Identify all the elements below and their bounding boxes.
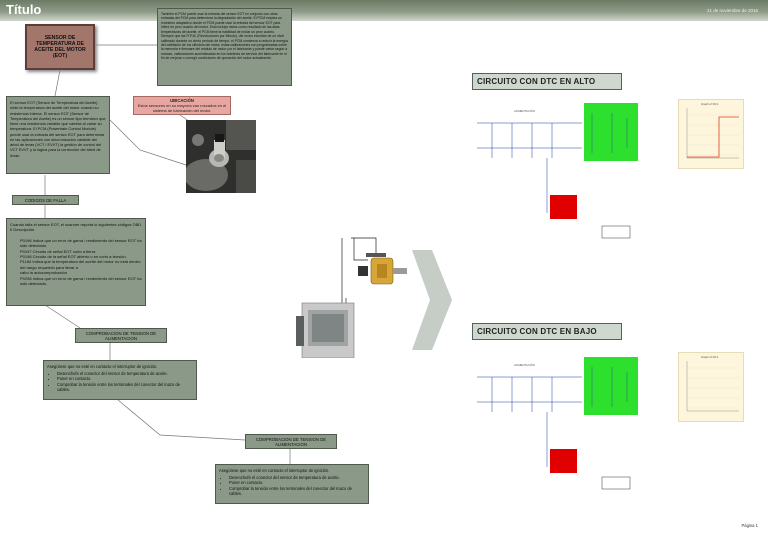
ubicacion-title: UBICACIÓN [170, 98, 194, 103]
codigos-label-text: CODIGOS DE FALLA [24, 197, 67, 203]
comprobacion1-intro: Asegúrese que no esté en contacto el int… [47, 364, 158, 369]
codigos-label: CODIGOS DE FALLA [12, 195, 79, 205]
comprobacion1-item: Poner en contacto. [57, 376, 193, 382]
comprobacion1-item: Comprobar la tensión entre los terminale… [57, 382, 193, 393]
codigos-box: Cuando falla el sensor EOT, el scanner r… [6, 218, 146, 306]
comprobacion2-item: Poner en contacto. [229, 480, 365, 486]
graph-title: Graph of DC1 [701, 355, 719, 359]
sensor-wiring-diagram [296, 237, 407, 358]
schem-label: ALIMENTACIÓN [514, 108, 535, 113]
codigo-item: P0198 Circuito de la señal EOT abierto o… [20, 253, 127, 259]
comprobacion2-item: Desenchufe el conector del sensor de tem… [229, 475, 365, 481]
green-block [584, 357, 638, 415]
intro-text-box: El sensor EOT (Sensor de Temperatura del… [6, 96, 110, 174]
circuito-alto-schematic: ALIMENTACIÓN [472, 98, 672, 248]
meter-box [601, 225, 631, 239]
page-title: Título [6, 2, 42, 17]
sensor-title-box: SENSOR DE TEMPERATURA DE ACEITE DEL MOTO… [25, 24, 95, 70]
engine-photo [186, 120, 256, 193]
comprobacion2-label-text: COMPROBACION DE TENSION DE ALIMENTACION [255, 436, 327, 447]
sensor-title-line: (EOT) [52, 53, 68, 59]
circuito-bajo-schematic: ALIMENTACIÓN [472, 352, 672, 502]
ubicacion-box: UBICACIÓN Estos sensores en su mayoría v… [133, 96, 231, 115]
codigo-item: P0196 Indica que un error de gama / rend… [20, 237, 142, 249]
circuito-bajo-graph: Graph of DC1 [678, 352, 744, 422]
ubicacion-text: Estos sensores en su mayoría van roscado… [137, 103, 227, 113]
arrow-right-icon [412, 250, 452, 350]
circuito-alto-graph: Graph of DC1 [678, 99, 744, 169]
top-text: También el PCM puede usar la entrada del… [161, 12, 288, 61]
codigo-item: P1184 Indica que la temperatura del acei… [20, 259, 141, 270]
circuito-bajo-label-text: CIRCUITO CON DTC EN BAJO [477, 327, 597, 336]
graph-title: Graph of DC1 [701, 102, 719, 106]
sensor-title-line: SENSOR DE [44, 35, 76, 41]
comprobacion1-box: Asegúrese que no esté en contacto el int… [43, 360, 197, 400]
intro-text: El sensor EOT (Sensor de Temperatura del… [10, 100, 106, 158]
page-number: Página 1 [741, 523, 758, 528]
circuito-alto-label: CIRCUITO CON DTC EN ALTO [472, 73, 622, 90]
red-block [550, 195, 577, 219]
comprobacion2-box: Asegúrese que no esté en contacto el int… [215, 464, 369, 504]
codigo-item: P0298 Indica que un error de gama / rend… [20, 275, 142, 286]
red-block [550, 449, 577, 473]
title-bar: Título 21 de noviembre de 2016 [0, 0, 768, 21]
comprobacion1-label-text: COMPROBACION DE TENSION DE ALIMENTACION [85, 330, 157, 341]
comprobacion1-item: Desenchufe el conector del sensor de tem… [57, 371, 193, 377]
green-block [584, 103, 638, 161]
sensor-title-line: TEMPERATURA DE [36, 41, 84, 47]
graph-trace [687, 116, 739, 158]
schem-label: ALIMENTACIÓN [514, 362, 535, 367]
codigos-intro: Cuando falla el sensor EOT, el scanner r… [10, 222, 142, 233]
comprobacion2-intro: Asegúrese que no esté en contacto el int… [219, 468, 330, 473]
top-text-box: También el PCM puede usar la entrada del… [157, 8, 292, 86]
circuito-bajo-label: CIRCUITO CON DTC EN BAJO [472, 323, 622, 340]
sensor-title-line: ACEITE DEL MOTOR [34, 47, 86, 53]
circuito-alto-label-text: CIRCUITO CON DTC EN ALTO [477, 77, 596, 86]
codigo-item: P0197 Circuito de señal EOT corto a tier… [20, 248, 96, 254]
page-date: 21 de noviembre de 2016 [706, 8, 758, 13]
comprobacion2-item: Comprobar la tensión entre los terminale… [229, 486, 365, 497]
codigo-item: cabo la autocomprobación [20, 270, 67, 276]
comprobacion2-label: COMPROBACION DE TENSION DE ALIMENTACION [245, 434, 337, 449]
comprobacion1-label: COMPROBACION DE TENSION DE ALIMENTACION [75, 328, 167, 343]
meter-box [601, 476, 631, 490]
